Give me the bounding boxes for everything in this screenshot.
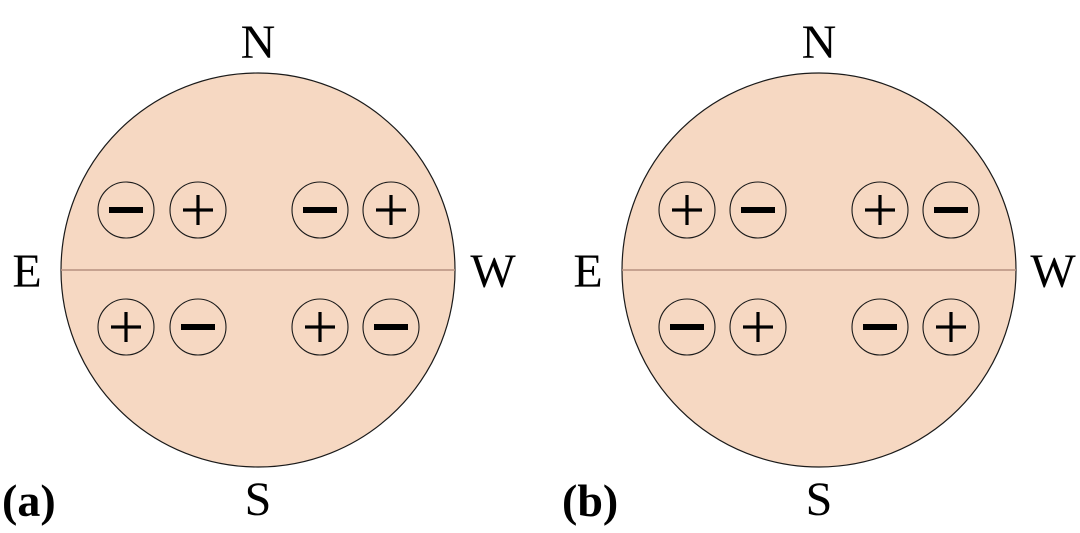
minus-sign-icon (181, 324, 215, 330)
panel-a-charge-lower-2 (169, 298, 227, 356)
panel-a-charge-upper-4 (362, 181, 420, 239)
charge-ring (922, 181, 980, 239)
plus-vertical-bar (389, 195, 393, 225)
charge-ring (97, 298, 155, 356)
plus-sign-icon (305, 312, 335, 342)
panel-b-charge-upper-3 (851, 181, 909, 239)
panel-a-north-label: N (241, 16, 276, 69)
panel-a-charge-upper-2 (169, 181, 227, 239)
minus-bar (109, 207, 143, 213)
charge-ring (291, 181, 349, 239)
plus-vertical-bar (949, 312, 953, 342)
panel-b-label: (b) (562, 475, 618, 526)
panel-b-east-label: E (573, 245, 602, 298)
minus-bar (741, 207, 775, 213)
plus-sign-icon (672, 195, 702, 225)
panel-b-charge-lower-4 (922, 298, 980, 356)
panel-a-south-label: S (245, 473, 272, 526)
panel-a-east-label: E (12, 245, 41, 298)
panel-b-charge-upper-2 (729, 181, 787, 239)
panel-a-charge-lower-1 (97, 298, 155, 356)
plus-sign-icon (183, 195, 213, 225)
plus-vertical-bar (318, 312, 322, 342)
panel-b-charge-upper-1 (658, 181, 716, 239)
minus-sign-icon (863, 324, 897, 330)
minus-sign-icon (741, 207, 775, 213)
minus-sign-icon (934, 207, 968, 213)
minus-bar (863, 324, 897, 330)
panel-a: N S E W (a) (2, 16, 516, 526)
charge-ring (658, 181, 716, 239)
panel-b-south-label: S (806, 473, 833, 526)
plus-sign-icon (111, 312, 141, 342)
minus-sign-icon (670, 324, 704, 330)
charge-ring (362, 298, 420, 356)
panel-b-charge-lower-1 (658, 298, 716, 356)
panel-a-charge-lower-4 (362, 298, 420, 356)
charge-ring (658, 298, 716, 356)
plus-vertical-bar (756, 312, 760, 342)
minus-sign-icon (374, 324, 408, 330)
charge-ring (729, 298, 787, 356)
panel-a-label: (a) (2, 475, 56, 526)
plus-vertical-bar (124, 312, 128, 342)
minus-bar (303, 207, 337, 213)
panel-b-charge-lower-3 (851, 298, 909, 356)
minus-bar (181, 324, 215, 330)
panel-a-charge-upper-3 (291, 181, 349, 239)
minus-sign-icon (303, 207, 337, 213)
charge-ring (97, 181, 155, 239)
plus-vertical-bar (196, 195, 200, 225)
panel-b: N S E W (b) (562, 16, 1076, 526)
minus-bar (934, 207, 968, 213)
plus-sign-icon (936, 312, 966, 342)
minus-bar (670, 324, 704, 330)
plus-vertical-bar (878, 195, 882, 225)
panel-a-west-label: W (470, 245, 516, 298)
charge-ring (851, 181, 909, 239)
charge-ring (169, 181, 227, 239)
minus-bar (374, 324, 408, 330)
minus-sign-icon (109, 207, 143, 213)
panel-b-charge-lower-2 (729, 298, 787, 356)
charge-ring (851, 298, 909, 356)
panel-b-west-label: W (1030, 245, 1076, 298)
charge-ring (169, 298, 227, 356)
panel-a-charge-upper-1 (97, 181, 155, 239)
charge-ring (922, 298, 980, 356)
charge-ring (362, 181, 420, 239)
charge-ring (729, 181, 787, 239)
charge-ring (291, 298, 349, 356)
panel-b-charge-upper-4 (922, 181, 980, 239)
plus-sign-icon (743, 312, 773, 342)
plus-sign-icon (376, 195, 406, 225)
plus-vertical-bar (685, 195, 689, 225)
panel-a-charge-lower-3 (291, 298, 349, 356)
plus-sign-icon (865, 195, 895, 225)
panel-b-north-label: N (802, 16, 837, 69)
